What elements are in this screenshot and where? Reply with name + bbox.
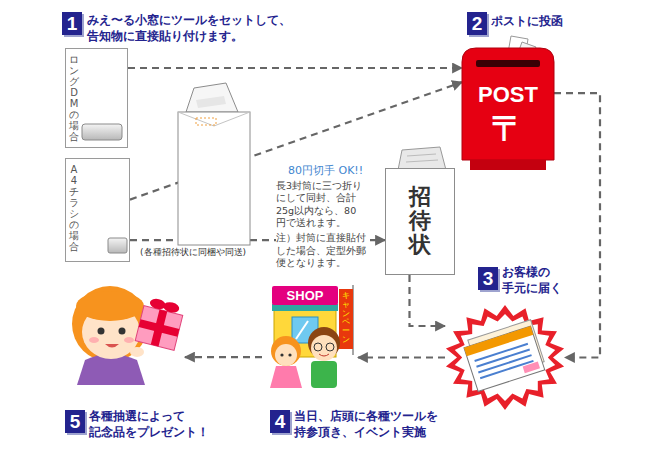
shop-sign-text: SHOP [272, 286, 338, 305]
mouth [319, 354, 329, 356]
face [311, 335, 337, 361]
envelope-insert [186, 83, 238, 112]
eye [119, 328, 126, 335]
envelope-flap [178, 112, 250, 126]
mail-envelope [178, 83, 250, 245]
delivery-burst-shape [445, 305, 565, 410]
invitation-envelope: 招待状 [385, 168, 455, 275]
campaign-banner [339, 289, 353, 349]
tool-window [108, 238, 127, 253]
step-number: 5 [65, 410, 85, 433]
glasses [326, 343, 334, 351]
mail-tool [523, 362, 540, 374]
hand [130, 347, 144, 357]
post-label: POST [462, 82, 554, 107]
post-base [470, 160, 546, 170]
flow-arrow [410, 275, 446, 326]
step-caption: 当日、店頭に各種ツールを 持参頂き、イベント実施 [294, 409, 446, 440]
shop-awning [272, 304, 338, 311]
envelope-body [178, 112, 250, 245]
gift-box [135, 296, 185, 350]
stamp-note: 80円切手 OK!! [288, 163, 363, 178]
tool-window [82, 124, 122, 140]
shop-sign [272, 286, 338, 305]
post-body [462, 48, 554, 160]
invitation-sheet [398, 147, 446, 170]
face [275, 344, 297, 366]
eye [98, 328, 105, 335]
sheet-line [407, 154, 436, 156]
step-caption: ポストに投函 [491, 14, 563, 30]
step-number: 1 [62, 12, 82, 35]
envelope-window [196, 118, 216, 125]
note-text: 注）封筒に直接貼付 した場合、定型外郵 便となります。 [276, 232, 366, 269]
flow-arrow [554, 93, 600, 357]
bow [162, 301, 180, 315]
burst-inner [455, 314, 555, 401]
post-box-shape [462, 48, 554, 170]
bangs [76, 291, 144, 321]
edge-label: (各種招待状に同梱や同送) [138, 246, 248, 259]
delivered-mail [462, 320, 547, 392]
flow-arrow [185, 356, 262, 358]
mail-sheet [464, 326, 545, 391]
post-box: 2ポストに投函POST〒 [462, 48, 554, 170]
eye [288, 353, 291, 356]
banner-text: キャンペーン [342, 292, 350, 345]
card-a4: A4チラシの場合 [65, 158, 130, 262]
shop: SHOPキャンペーン4当日、店頭に各種ツールを 持参頂き、イベント実施 [262, 283, 358, 392]
child-boy [308, 327, 340, 388]
hair [72, 286, 148, 362]
window-shine [296, 321, 308, 339]
ribbon [139, 319, 180, 336]
eye [280, 353, 283, 356]
gift-girl: 5各種抽選によって 記念品をプレゼント！ [65, 278, 185, 385]
envelope-insert [196, 96, 226, 108]
glasses [314, 343, 322, 351]
card-label: ロングDMの場合 [69, 54, 79, 142]
mouth [105, 344, 119, 348]
shirt [311, 361, 337, 388]
gift-body [135, 306, 183, 351]
card-long-dm: ロングDMの場合 [65, 48, 128, 148]
step-number: 4 [270, 410, 290, 433]
card-label: A4チラシの場合 [69, 164, 79, 252]
flow-arrow [358, 356, 445, 358]
gift-girl-shape [65, 278, 185, 385]
step-caption: みえ〜る小窓にツールをセットして、 告知物に直接貼り付けます。 [87, 13, 299, 44]
blush [89, 337, 99, 343]
burst-outline [446, 305, 564, 410]
step-caption: お客様の 手元に届く [502, 265, 568, 296]
note-text: 長3封筒に三つ折り にして同封、合計 25g以内なら、80 円で送れます。 [276, 180, 366, 229]
delivery-burst: 3お客様の 手元に届く [445, 305, 565, 410]
sheet-line [406, 160, 438, 162]
flow-arrow [128, 67, 462, 69]
blush [124, 337, 134, 343]
child-girl [270, 336, 302, 388]
bow [149, 297, 167, 311]
step-caption: 各種抽選によって 記念品をプレゼント！ [89, 409, 217, 440]
invitation-sheet [398, 147, 446, 170]
post-slot [476, 60, 540, 67]
note-panel: 長3封筒に三つ折り にして同封、合計 25g以内なら、80 円で送れます。注）封… [276, 180, 366, 269]
envelope-title: 招待状 [409, 185, 431, 258]
step-number: 3 [478, 267, 498, 290]
hair [271, 336, 301, 366]
step-number: 2 [467, 12, 487, 35]
dress [270, 366, 302, 388]
postal-mark: 〒 [462, 110, 554, 146]
